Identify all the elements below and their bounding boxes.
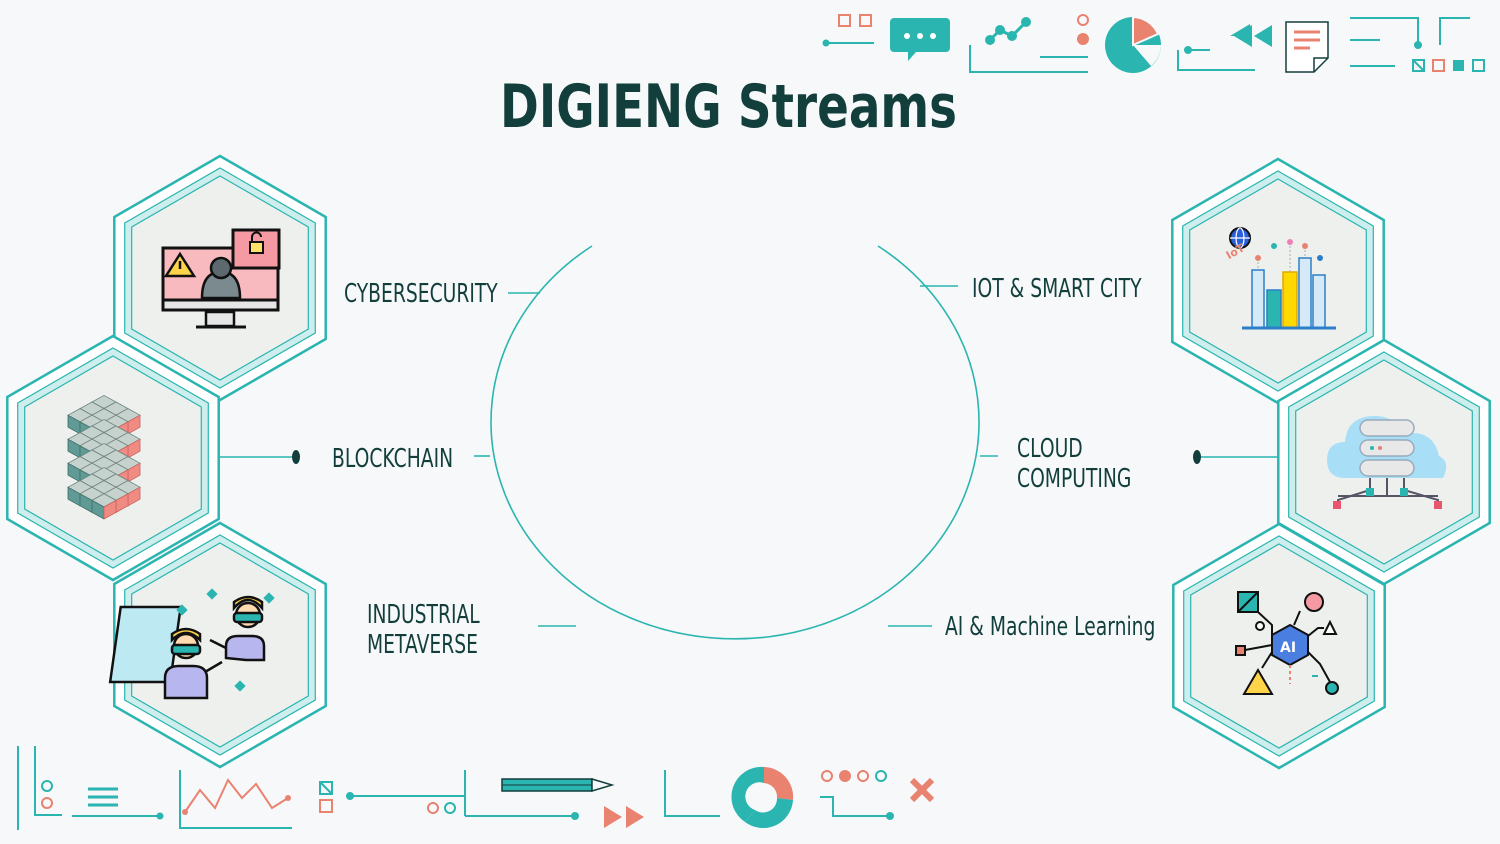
hex-iot-smart-city [1171,157,1385,405]
stream-label-industrial-metaverse: INDUSTRIAL METAVERSE [367,600,480,660]
smart-city-icon: IoT [1224,227,1336,330]
stream-label-ai-machine-learning: AI & Machine Learning [945,612,1156,642]
cloud-server-icon [1327,416,1447,509]
pencil-icon [501,777,615,793]
central-ring [490,245,980,640]
stream-label-blockchain: BLOCKCHAIN [332,444,454,474]
donut-chart-icon [731,766,794,829]
hacker-monitor-icon [161,228,281,329]
bottom-decoration [17,746,935,830]
connectors [205,285,1290,627]
stream-label-cybersecurity: CYBERSECURITY [344,279,498,309]
stream-label-iot-smart-city: IOT & SMART CITY [972,274,1142,304]
pie-chart-icon [1105,15,1161,73]
vr-users-icon [108,588,275,700]
top-decoration [822,14,1485,73]
blockchain-cubes-icon [67,394,141,520]
ai-chip-icon: AI [1235,591,1339,695]
stream-label-line: COMPUTING [1017,464,1132,494]
chat-bubble-icon [890,18,950,61]
stream-label-line: INDUSTRIAL [367,600,480,630]
document-icon [1285,21,1329,73]
stream-label-cloud-computing: CLOUD COMPUTING [1017,434,1131,494]
connector-dot [292,450,300,464]
stream-label-line: CLOUD [1017,434,1083,464]
svg-text:AI: AI [1280,640,1296,656]
connector-dot [1193,450,1201,464]
stream-label-line: METAVERSE [367,630,478,660]
page-title: DIGIENG Streams [500,72,958,142]
